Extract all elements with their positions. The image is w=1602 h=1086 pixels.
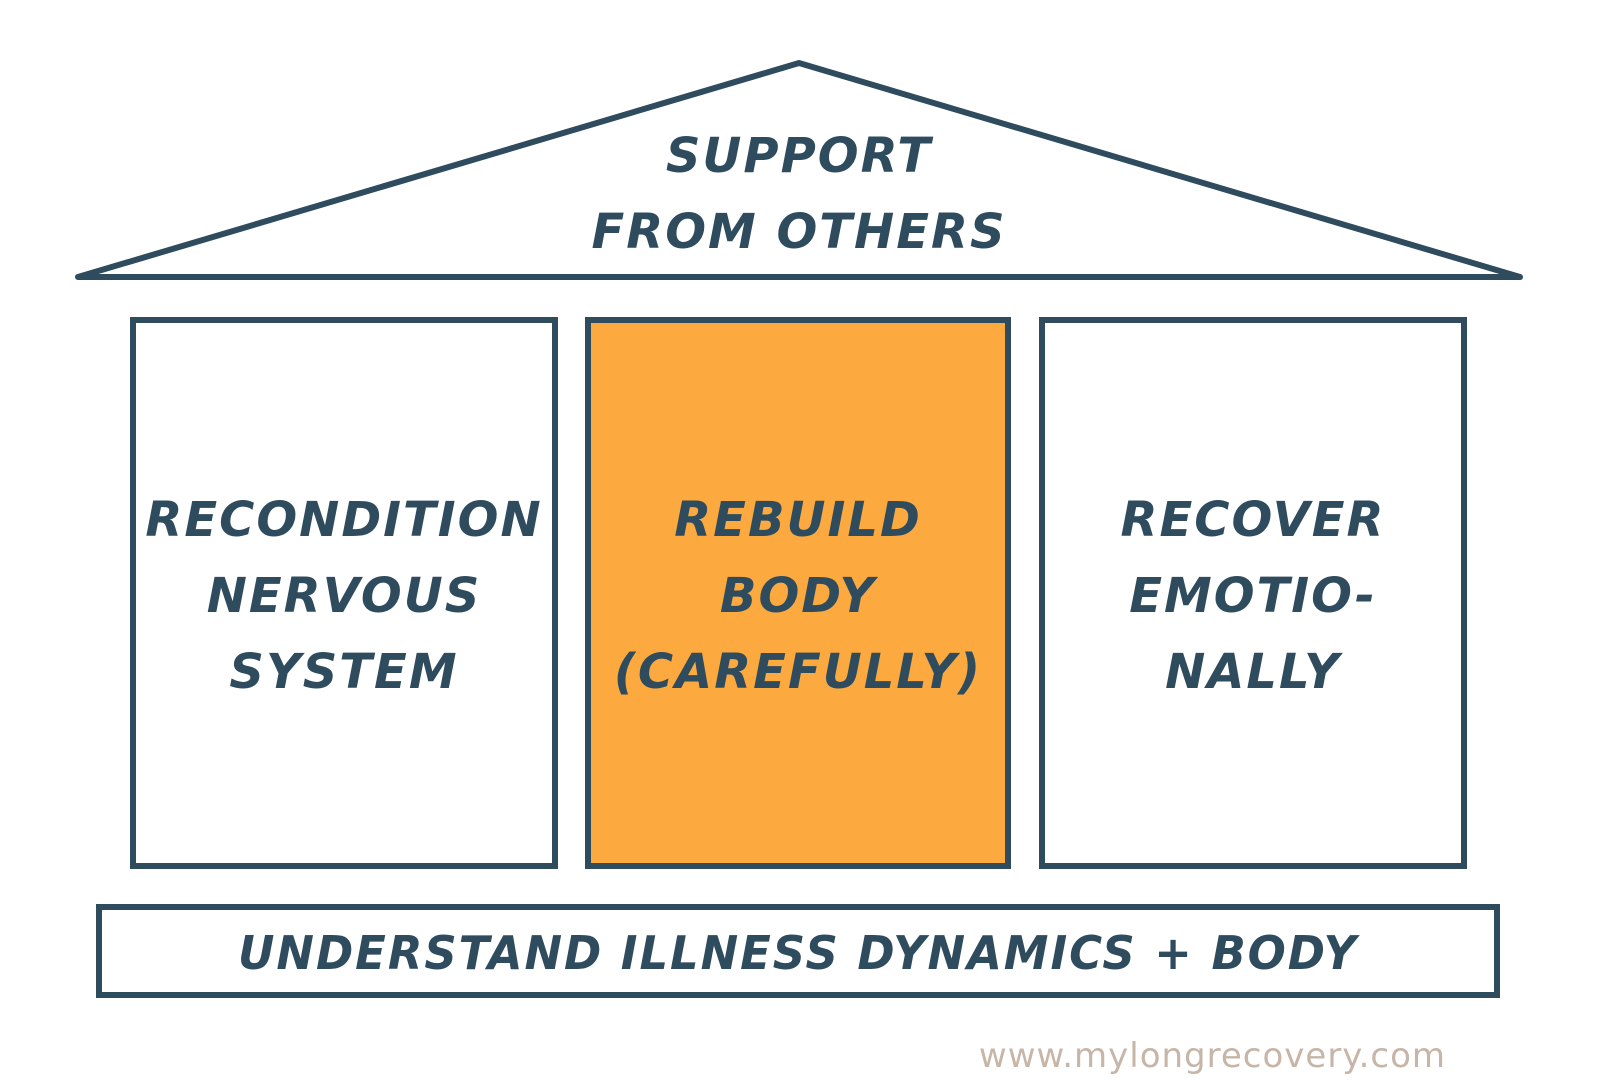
pillar-rebuild-body: REBUILD BODY (CAREFULLY) <box>585 317 1011 869</box>
pillar-label-line-1: RECONDITION <box>145 492 542 548</box>
foundation-box <box>96 904 1500 998</box>
pillar-box <box>130 317 558 869</box>
pillar-label-line-1: REBUILD <box>674 492 922 548</box>
pillar-recover-emotionally: RECOVER EMOTIO- NALLY <box>1039 317 1467 869</box>
foundation-label: UNDERSTAND ILLNESS DYNAMICS + BODY <box>238 926 1361 980</box>
pillar-recondition-nervous-system: RECONDITION NERVOUS SYSTEM <box>130 317 558 869</box>
roof-label-line-1: SUPPORT <box>666 128 934 184</box>
footer-url: www.mylongrecovery.com <box>979 1036 1446 1076</box>
pillar-label-line-2: BODY <box>720 568 879 624</box>
pillar-label-line-2: EMOTIO- <box>1129 568 1377 624</box>
pillar-box-highlighted <box>585 317 1011 869</box>
roof: SUPPORT FROM OTHERS <box>75 60 1523 280</box>
pillar-label-line-3: NALLY <box>1165 644 1343 700</box>
pillar-box <box>1039 317 1467 869</box>
foundation: UNDERSTAND ILLNESS DYNAMICS + BODY <box>96 904 1500 998</box>
roof-label-line-2: FROM OTHERS <box>591 204 1006 260</box>
pillar-label-line-3: SYSTEM <box>229 644 458 700</box>
pillar-label-line-2: NERVOUS <box>207 568 482 624</box>
pillar-label-line-3: (CAREFULLY) <box>614 644 982 700</box>
pillar-label-line-1: RECOVER <box>1121 492 1386 548</box>
roof-triangle <box>75 60 1523 280</box>
